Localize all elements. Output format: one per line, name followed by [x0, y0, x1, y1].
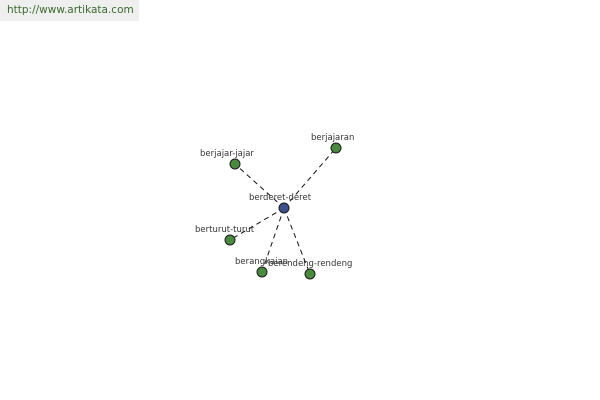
synonym-node-1-dot[interactable]: [229, 158, 241, 170]
synonym-node-2-label[interactable]: berjajaran: [311, 133, 354, 143]
synonym-node-4-label[interactable]: berangkaian: [235, 257, 288, 267]
edge-4: [261, 207, 285, 273]
center-node-dot[interactable]: [278, 202, 290, 214]
synonym-node-3-dot[interactable]: [224, 234, 236, 246]
url-banner: http://www.artikata.com: [0, 0, 139, 21]
edge-3: [229, 207, 285, 241]
synonym-node-1-label[interactable]: berjajar-jajar: [200, 149, 254, 159]
center-node[interactable]: berderet-deret: [249, 193, 312, 214]
edge-1: [234, 163, 285, 209]
synonym-node-3-label[interactable]: berturut-turut: [195, 225, 255, 235]
synonym-node-4[interactable]: berangkaian: [235, 257, 288, 278]
synonym-node-3[interactable]: berturut-turut: [195, 225, 255, 246]
graph-nodes: berjajar-jajar berjajaran berturut-turut be…: [195, 133, 354, 280]
graph-edges: [229, 147, 337, 275]
synonym-node-5[interactable]: berendeng-rendeng: [268, 259, 352, 280]
synonym-node-4-dot[interactable]: [256, 266, 268, 278]
center-node-label[interactable]: berderet-deret: [249, 193, 312, 203]
synonym-node-2-dot[interactable]: [330, 142, 342, 154]
synonym-node-1[interactable]: berjajar-jajar: [200, 149, 254, 170]
synonym-node-5-label[interactable]: berendeng-rendeng: [268, 259, 352, 269]
edge-2: [283, 147, 337, 209]
edge-5: [283, 207, 311, 275]
synonym-node-2[interactable]: berjajaran: [311, 133, 354, 154]
site-url-link[interactable]: http://www.artikata.com: [7, 4, 134, 16]
synonym-node-5-dot[interactable]: [304, 268, 316, 280]
